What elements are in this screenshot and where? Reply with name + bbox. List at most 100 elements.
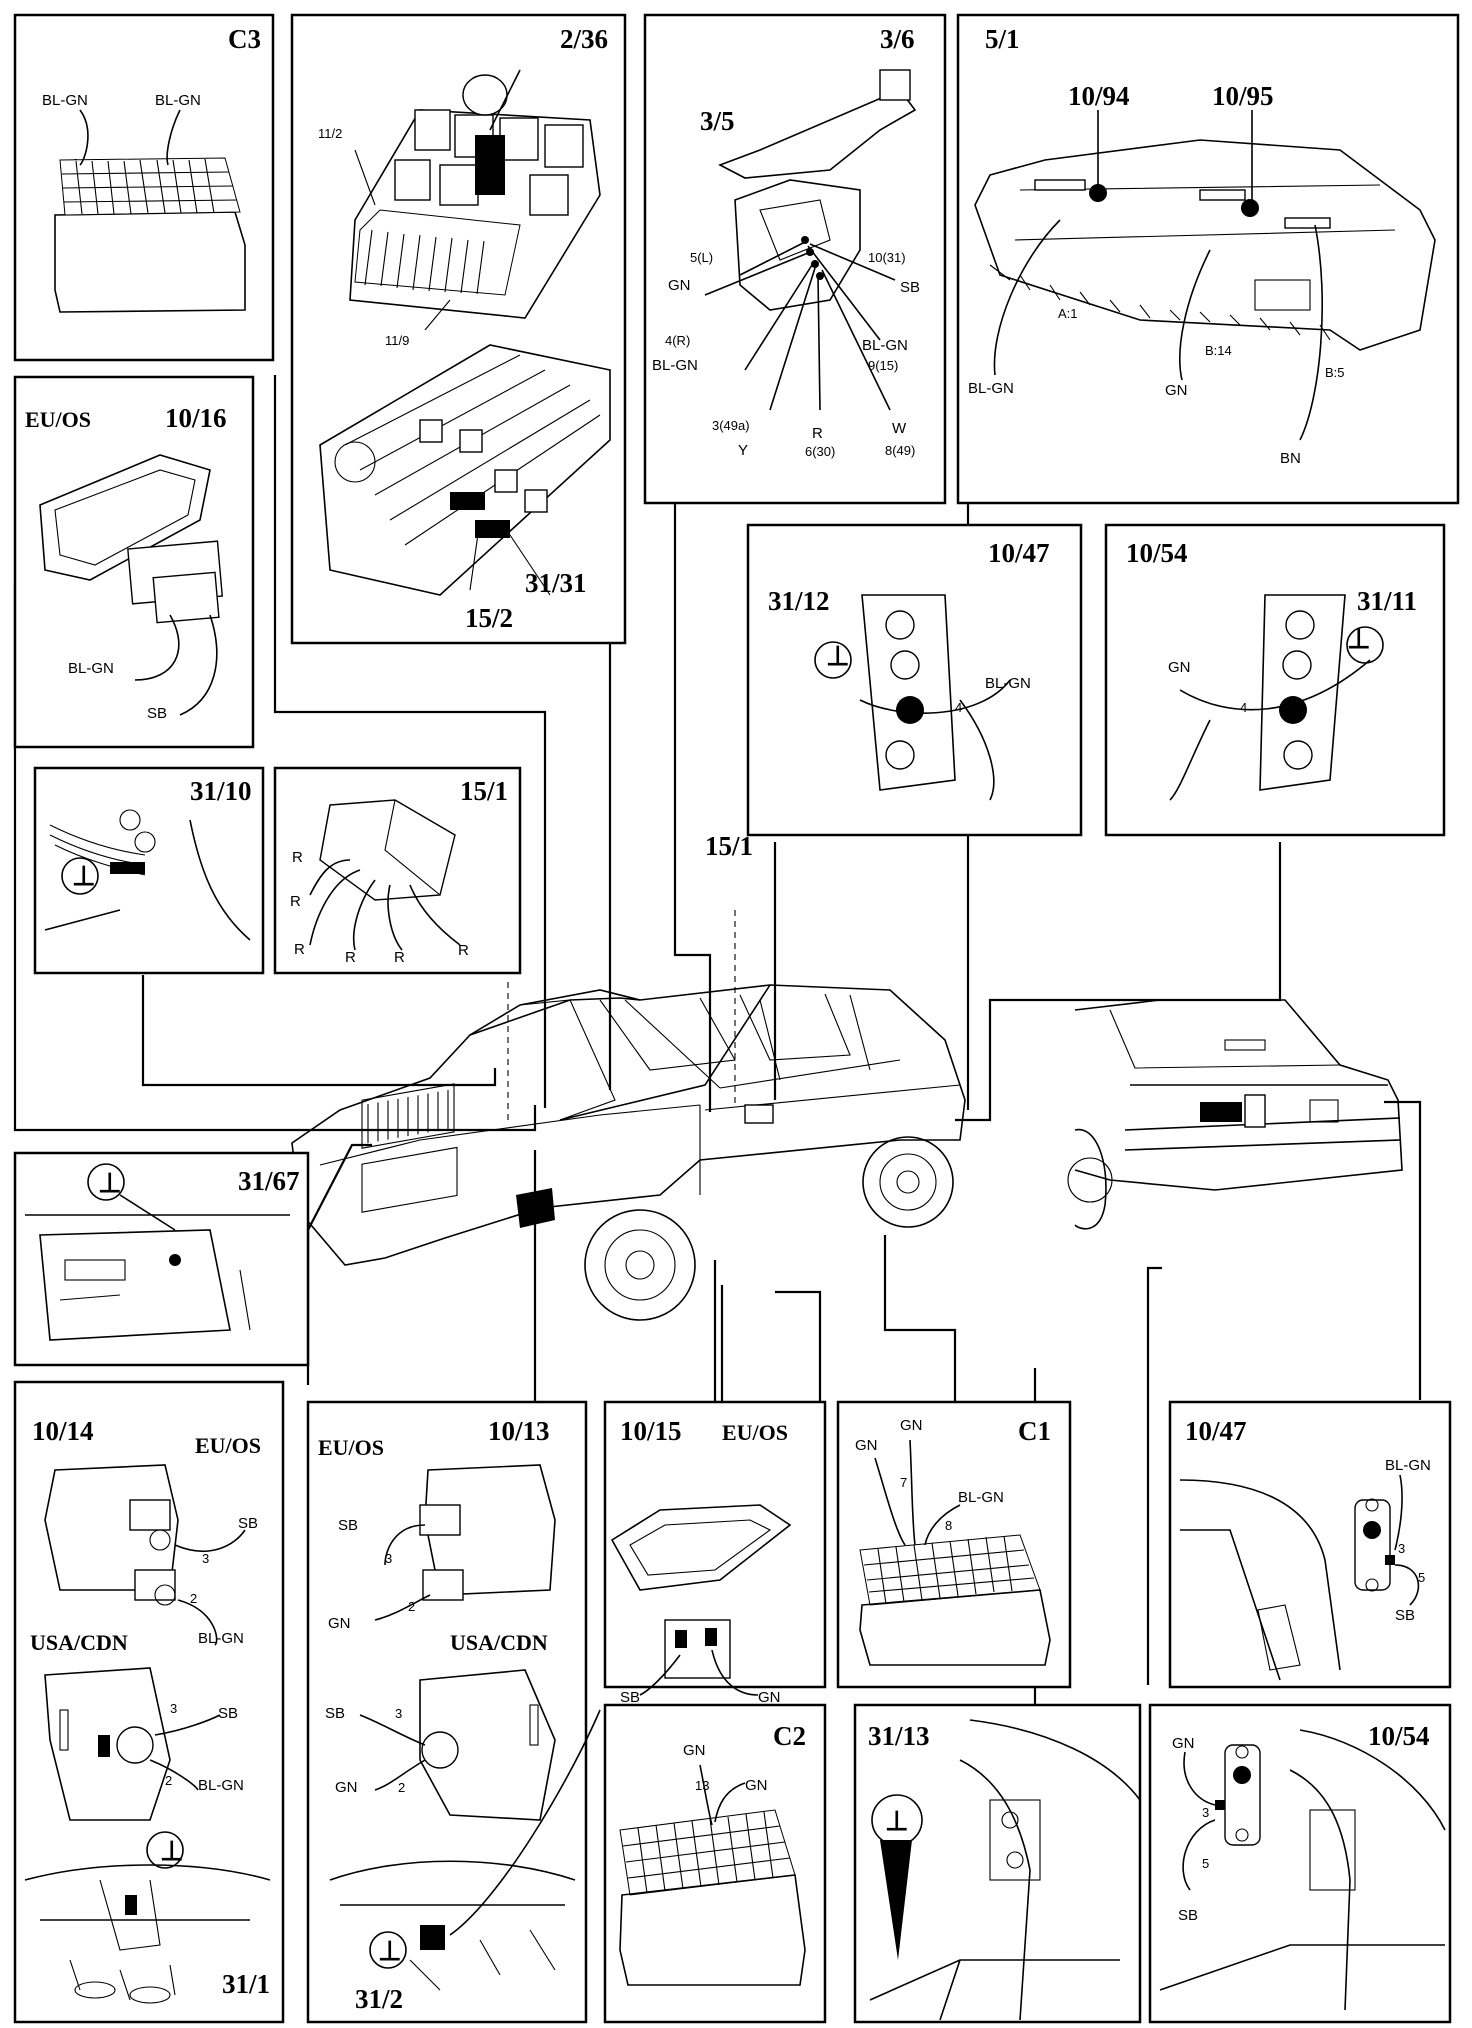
- panel-id: 2/36: [560, 24, 608, 54]
- pin-number: 3: [202, 1551, 209, 1566]
- ref-label: 3/5: [700, 106, 735, 136]
- pin-number: 4: [1240, 700, 1247, 715]
- indicator-lamp-drawing: [44, 1667, 221, 1821]
- wire-label: SB: [325, 1705, 345, 1722]
- pin-number: 3: [1202, 1805, 1209, 1820]
- panel-id: 10/14: [32, 1416, 94, 1446]
- pin-number: 10(31): [868, 250, 906, 265]
- wire-label: BL-GN: [68, 660, 114, 677]
- wire-label: GN: [900, 1417, 923, 1434]
- ground-point-drawing: [869, 1719, 1141, 2021]
- wire-label: BL-GN: [198, 1777, 244, 1794]
- panel-id: 31/10: [190, 776, 252, 806]
- panel-id: 10/15: [620, 1416, 682, 1446]
- market-label: USA/CDN: [450, 1630, 548, 1655]
- panel-id: 15/1: [460, 776, 508, 806]
- pin-number: 7: [900, 1475, 907, 1490]
- pin-number: 3(49a): [712, 418, 750, 433]
- panel-id: 5/1: [985, 24, 1020, 54]
- panel-5-1: 5/1 10/94 10/95 A:1 BL-GN B:14 GN B:5 BN: [956, 13, 1460, 505]
- wire-label: SB: [238, 1515, 258, 1532]
- pin-number: 8(49): [885, 443, 915, 458]
- wire-label: BL-GN: [198, 1630, 244, 1647]
- tail-lamp-drawing: [814, 594, 1011, 801]
- lamp-holder-drawing: [39, 454, 224, 716]
- wire-label: GN: [745, 1777, 768, 1794]
- panel-31-13: 31/13 ⊥: [853, 1703, 1142, 2024]
- pin-number: 8: [945, 1518, 952, 1533]
- panel-10-54-bottom: 10/54 GN 3 5 SB: [1148, 1703, 1452, 2024]
- wire-label: GN: [1172, 1735, 1195, 1752]
- panel-10-15: 10/15 EU/OS SB GN: [603, 1400, 827, 1706]
- market-label: USA/CDN: [30, 1630, 128, 1655]
- wire-label: SB: [338, 1517, 358, 1534]
- connector-c2-drawing: [619, 1764, 806, 1986]
- panel-id: 31/13: [868, 1721, 930, 1751]
- lamp-holder-drawing: [610, 1504, 792, 1696]
- connector-c1-drawing: [859, 1439, 1051, 1666]
- market-label: EU/OS: [318, 1435, 384, 1460]
- wire-label: R: [294, 941, 305, 958]
- panel-id: 10/47: [988, 538, 1050, 568]
- pin-number: A:1: [1058, 306, 1078, 321]
- panel-10-47-bottom: 10/47 BL-GN 3 5 SB: [1168, 1400, 1452, 1689]
- ref-label: 31/2: [355, 1984, 403, 2014]
- sedan-rear-illustration: [1067, 999, 1403, 1230]
- ref-label: 10/94: [1068, 81, 1130, 111]
- indicator-lamp-drawing: [359, 1669, 556, 1821]
- panel-id: C3: [228, 24, 261, 54]
- wire-label: BL-GN: [968, 380, 1014, 397]
- ground-point-drawing: [24, 1831, 271, 2004]
- pin-number: B:14: [1205, 343, 1232, 358]
- fuse-box-drawing: [319, 344, 611, 596]
- wire-label: BN: [1280, 450, 1301, 467]
- wire-label: BL-GN: [42, 92, 88, 109]
- relay-box-drawing: [349, 69, 601, 331]
- pin-number: 5: [1202, 1856, 1209, 1871]
- indicator-lamp-drawing: [374, 1464, 556, 1621]
- panel-10-16: EU/OS 10/16 BL-GN SB: [13, 375, 255, 749]
- pin-number: 2: [190, 1591, 197, 1606]
- lamp-holder-drawing: [1179, 1474, 1420, 1681]
- instrument-cluster-drawing: [974, 110, 1436, 441]
- wire-label: SB: [218, 1705, 238, 1722]
- pin-number: 4: [955, 700, 962, 715]
- ref-label: 31/31: [525, 568, 587, 598]
- ref-label: 31/12: [768, 586, 830, 616]
- ref-label: 31/11: [1357, 586, 1417, 616]
- wire-label: R: [290, 893, 301, 910]
- pin-number: 13: [695, 1778, 709, 1793]
- wire-label: R: [292, 849, 303, 866]
- panel-10-54-top: 10/54 31/11 GN 4 ⊥: [1104, 523, 1446, 837]
- panel-id: 3/6: [880, 24, 915, 54]
- wire-label: R: [812, 425, 823, 442]
- ref-label: 11/9: [385, 333, 409, 348]
- switch-drawing: [704, 69, 917, 411]
- panel-31-10: 31/10 ⊥: [33, 766, 265, 975]
- panel-id: 10/54: [1126, 538, 1188, 568]
- wire-label: GN: [335, 1779, 358, 1796]
- tail-lamp-drawing: [1169, 594, 1384, 801]
- pin-number: 9(15): [868, 358, 898, 373]
- market-label: EU/OS: [195, 1433, 261, 1458]
- wire-label: BL-GN: [862, 337, 908, 354]
- panel-15-1-box: 15/1 R R R R R R: [273, 766, 522, 975]
- ref-label: 11/2: [318, 126, 342, 141]
- panel-2-36: 2/36 11/2 11/9 31/31 15/2: [290, 13, 627, 645]
- panel-id: C2: [773, 1721, 806, 1751]
- ground-symbol: ⊥: [885, 1806, 909, 1836]
- panel-id: 10/16: [165, 403, 227, 433]
- wire-label: GN: [328, 1615, 351, 1632]
- ref-label: 31/1: [222, 1969, 270, 1999]
- pin-number: 2: [165, 1773, 172, 1788]
- wire-label: GN: [758, 1689, 781, 1706]
- pin-number: 3: [385, 1551, 392, 1566]
- ground-point-drawing: [329, 1709, 601, 1991]
- wire-label: GN: [668, 277, 691, 294]
- ground-point-drawing: [44, 809, 251, 941]
- wire-label: GN: [1165, 382, 1188, 399]
- ref-label-15-1: 15/1: [705, 831, 753, 861]
- ground-symbol: ⊥: [160, 1836, 184, 1866]
- pin-number: 5: [1418, 1570, 1425, 1585]
